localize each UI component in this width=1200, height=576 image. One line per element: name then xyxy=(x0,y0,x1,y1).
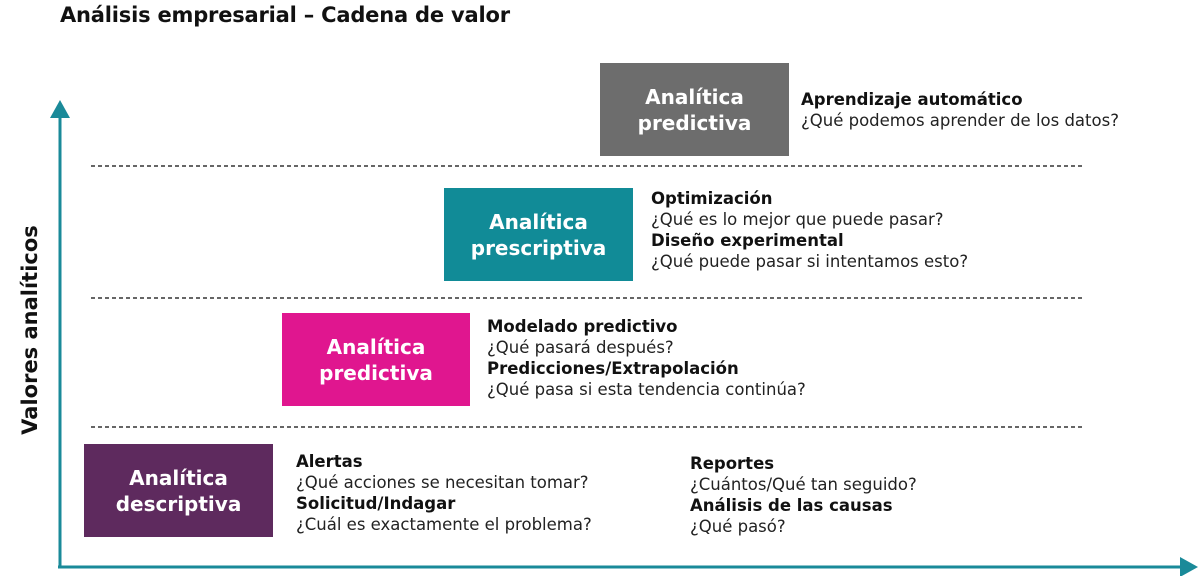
box-label-line: Analítica xyxy=(645,84,744,109)
item-heading: Reportes xyxy=(690,454,775,473)
box-label-line: predictiva xyxy=(637,110,752,135)
item-question: ¿Qué puede pasar si intentamos esto? xyxy=(651,252,969,271)
text-block: Modelado predictivo ¿Qué pasará después?… xyxy=(487,316,806,400)
item-heading: Predicciones/Extrapolación xyxy=(487,359,739,378)
item-question: ¿Qué acciones se necesitan tomar? xyxy=(296,473,589,492)
box-label-line: Analítica xyxy=(489,209,588,234)
item-heading: Modelado predictivo xyxy=(487,317,678,336)
item-question: ¿Qué pasará después? xyxy=(487,338,674,357)
item-question: ¿Qué pasó? xyxy=(690,517,786,536)
text-block: Optimización ¿Qué es lo mejor que puede … xyxy=(651,188,968,272)
item-heading: Diseño experimental xyxy=(651,231,844,250)
item-heading: Aprendizaje automático xyxy=(801,90,1023,109)
item-heading: Alertas xyxy=(296,452,363,471)
item-heading: Optimización xyxy=(651,189,773,208)
box-predictive-top: Analítica predictiva xyxy=(600,63,789,156)
item-question: ¿Qué es lo mejor que puede pasar? xyxy=(651,210,944,229)
text-block: Aprendizaje automático ¿Qué podemos apre… xyxy=(801,89,1119,131)
item-question: ¿Cuántos/Qué tan seguido? xyxy=(690,475,917,494)
box-label-line: descriptiva xyxy=(115,491,242,516)
box-label-line: Analítica xyxy=(326,334,426,359)
item-question: ¿Qué pasa si esta tendencia continúa? xyxy=(487,380,806,399)
item-heading: Solicitud/Indagar xyxy=(296,494,456,513)
text-block: Reportes ¿Cuántos/Qué tan seguido? Análi… xyxy=(690,453,917,537)
box-label-line: prescriptiva xyxy=(470,235,607,260)
box-label-line: Analítica xyxy=(129,465,228,490)
box-label-line: predictiva xyxy=(319,360,433,385)
page-title: Análisis empresarial – Cadena de valor xyxy=(60,3,510,27)
item-question: ¿Qué podemos aprender de los datos? xyxy=(801,111,1119,130)
item-question: ¿Cuál es exactamente el problema? xyxy=(296,515,592,534)
item-heading: Análisis de las causas xyxy=(690,496,893,515)
text-block: Alertas ¿Qué acciones se necesitan tomar… xyxy=(296,451,592,535)
x-axis-arrowhead xyxy=(1180,557,1198,576)
y-axis-arrowhead xyxy=(50,100,70,118)
box-descriptive: Analítica descriptiva xyxy=(84,444,273,537)
box-prescriptive: Analítica prescriptiva xyxy=(444,188,633,281)
box-predictive: Analítica predictiva xyxy=(282,313,470,406)
